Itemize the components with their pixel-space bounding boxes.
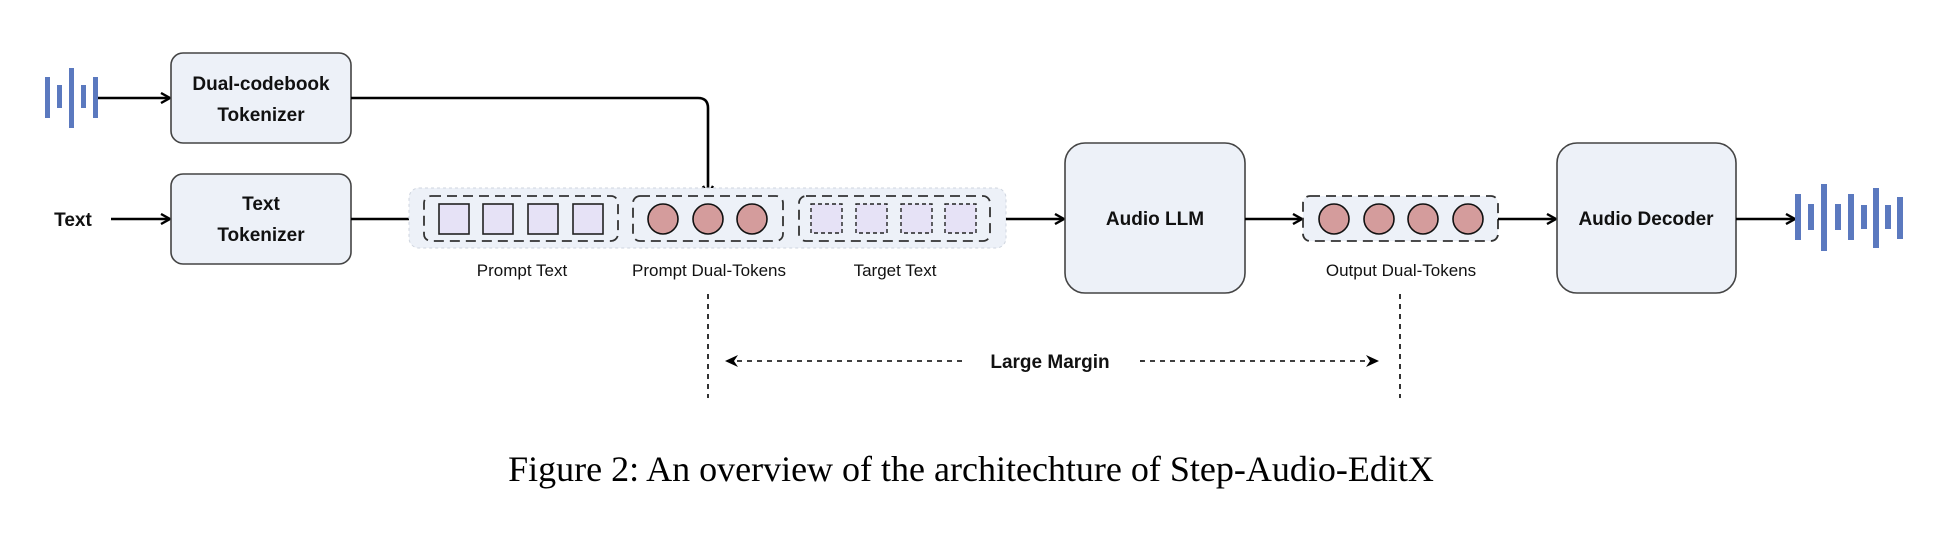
prompt-text-group — [423, 195, 619, 242]
text-input-label: Text — [54, 210, 92, 231]
output-dual-token — [1407, 203, 1439, 235]
text-tokenizer-line1: Text — [242, 194, 280, 215]
text-tokenizer-box: Text Tokenizer — [170, 173, 352, 265]
prompt-dual-tokens-label: Prompt Dual-Tokens — [632, 261, 786, 280]
audio-llm-box: Audio LLM — [1064, 142, 1246, 294]
prompt-dual-token — [692, 203, 724, 235]
dual-codebook-tokenizer-box: Dual-codebook Tokenizer — [170, 52, 352, 144]
large-margin-annotation: Large Margin — [707, 294, 1401, 398]
output-dual-tokens-group — [1302, 195, 1499, 242]
output-dual-token — [1363, 203, 1395, 235]
target-text-group — [798, 195, 991, 242]
prompt-dual-token — [647, 203, 679, 235]
output-dual-token — [1318, 203, 1350, 235]
dual-codebook-tokenizer-line1: Dual-codebook — [192, 74, 330, 95]
prompt-text-token — [527, 203, 559, 235]
prompt-dual-token — [736, 203, 768, 235]
text-tokenizer-line2: Tokenizer — [217, 225, 305, 246]
prompt-text-token — [438, 203, 470, 235]
target-text-token — [944, 203, 977, 234]
dual-codebook-tokenizer-line2: Tokenizer — [217, 105, 305, 126]
output-dual-tokens-label: Output Dual-Tokens — [1326, 261, 1476, 280]
target-text-token — [810, 203, 843, 234]
audio-decoder-box: Audio Decoder — [1556, 142, 1737, 294]
arrow-dual-tokenizer-to-prompt-dual-tokens — [351, 96, 708, 195]
figure-caption: Figure 2: An overview of the architechtu… — [508, 449, 1434, 489]
audio-output-waveform-icon — [1795, 184, 1903, 251]
audio-input-waveform-icon — [45, 68, 98, 128]
target-text-token — [900, 203, 933, 234]
audio-decoder-label: Audio Decoder — [1578, 209, 1714, 230]
target-text-label: Target Text — [854, 261, 937, 280]
prompt-dual-tokens-group — [632, 195, 784, 242]
target-text-token — [855, 203, 888, 234]
audio-llm-label: Audio LLM — [1106, 209, 1204, 230]
large-margin-label: Large Margin — [990, 352, 1109, 373]
input-token-sequence — [408, 187, 1007, 249]
prompt-text-token — [482, 203, 514, 235]
prompt-text-token — [572, 203, 604, 235]
prompt-text-label: Prompt Text — [477, 261, 568, 280]
output-dual-token — [1452, 203, 1484, 235]
